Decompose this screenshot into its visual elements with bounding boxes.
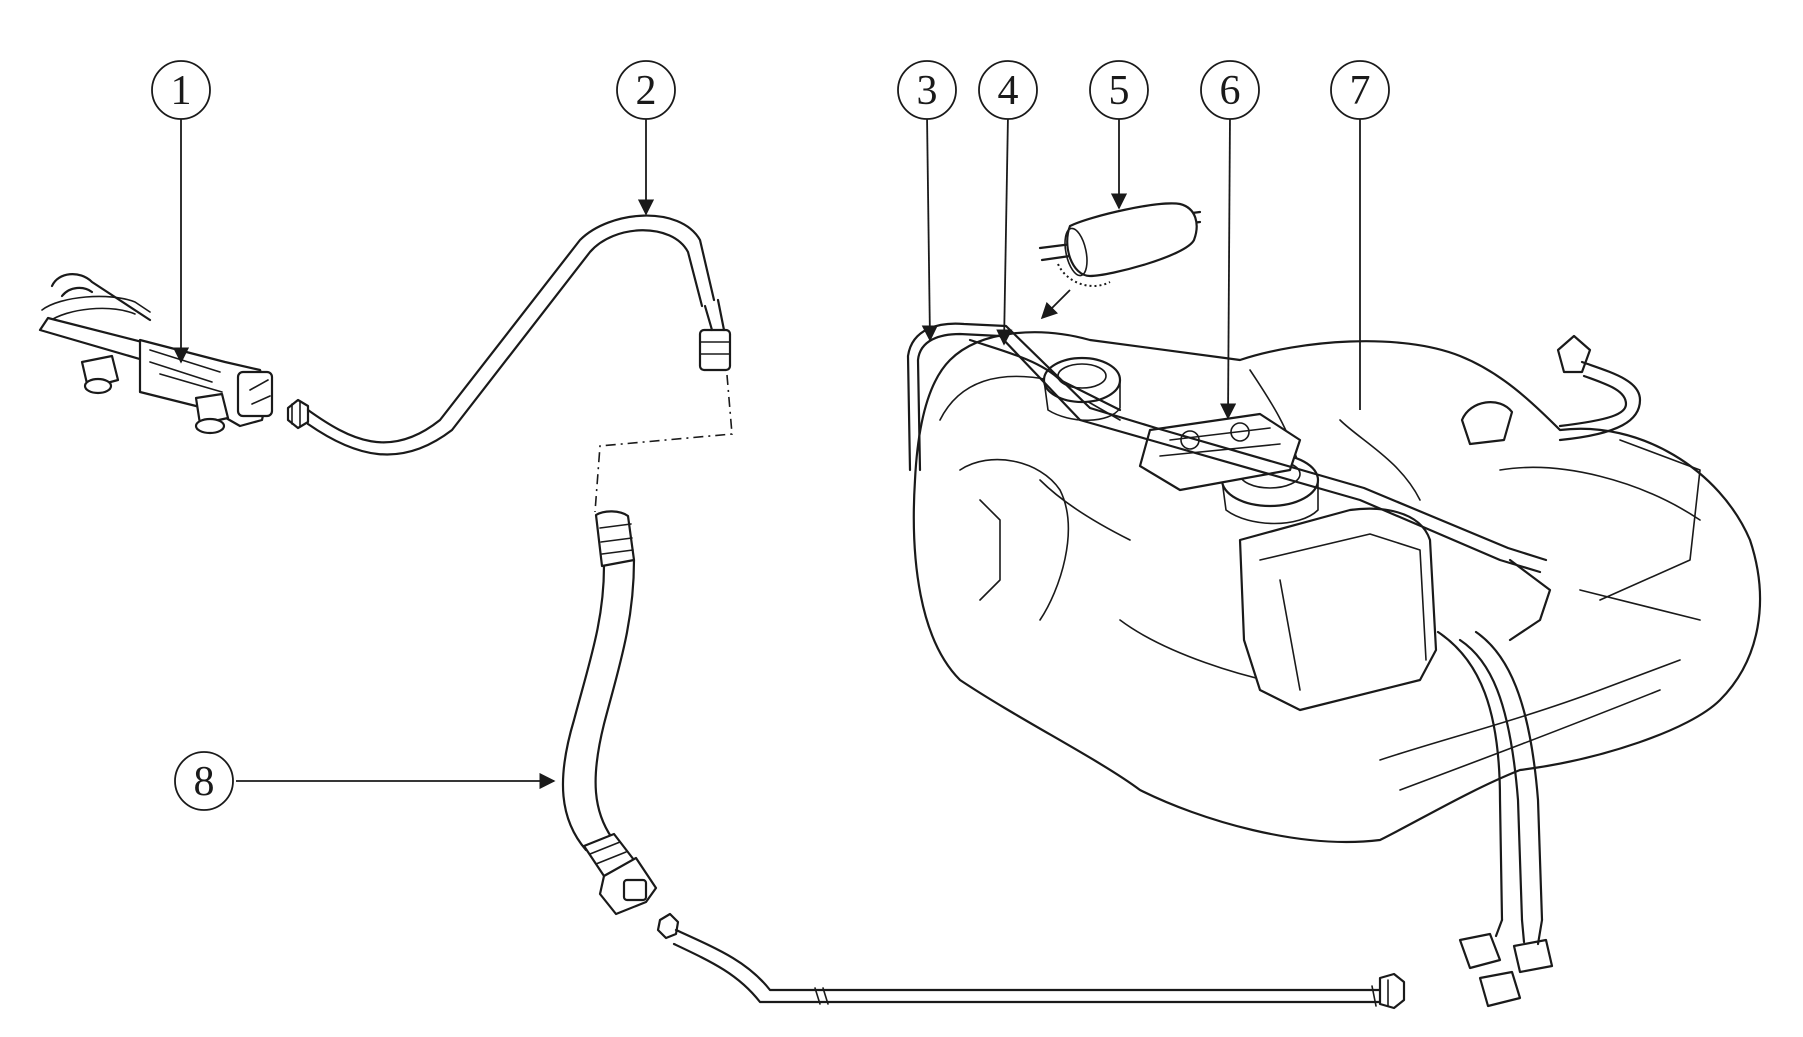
callout-4: 4 bbox=[978, 60, 1038, 120]
callout-6: 6 bbox=[1200, 60, 1260, 120]
leader-4 bbox=[996, 114, 1013, 346]
callout-2-label: 2 bbox=[636, 68, 657, 114]
callout-3-label: 3 bbox=[917, 68, 938, 114]
flexible-fuel-hose bbox=[561, 510, 658, 916]
callout-1-label: 1 bbox=[171, 68, 192, 114]
connection-dash-line bbox=[594, 374, 733, 513]
callout-6-label: 6 bbox=[1220, 68, 1241, 114]
leader-3 bbox=[921, 114, 938, 342]
fuel-feed-pipe bbox=[286, 214, 732, 456]
lower-return-pipe bbox=[656, 912, 1406, 1010]
callout-5: 5 bbox=[1089, 60, 1149, 120]
callout-8-label: 8 bbox=[194, 759, 215, 805]
callout-1: 1 bbox=[151, 60, 211, 120]
fuel-rail bbox=[38, 273, 274, 435]
callout-2: 2 bbox=[616, 60, 676, 120]
callout-8: 8 bbox=[174, 751, 234, 811]
leader-lines bbox=[172, 114, 1361, 790]
callout-7: 7 bbox=[1330, 60, 1390, 120]
fuel-filter bbox=[1038, 202, 1202, 287]
leader-6 bbox=[1219, 114, 1237, 420]
tank-pipes bbox=[906, 322, 1554, 1008]
callout-3: 3 bbox=[897, 60, 957, 120]
callout-7-label: 7 bbox=[1350, 68, 1371, 114]
callout-5-label: 5 bbox=[1109, 68, 1130, 114]
callout-4-label: 4 bbox=[998, 68, 1019, 114]
fuel-tank bbox=[912, 331, 1762, 844]
filter-location-arrow bbox=[1040, 289, 1071, 320]
